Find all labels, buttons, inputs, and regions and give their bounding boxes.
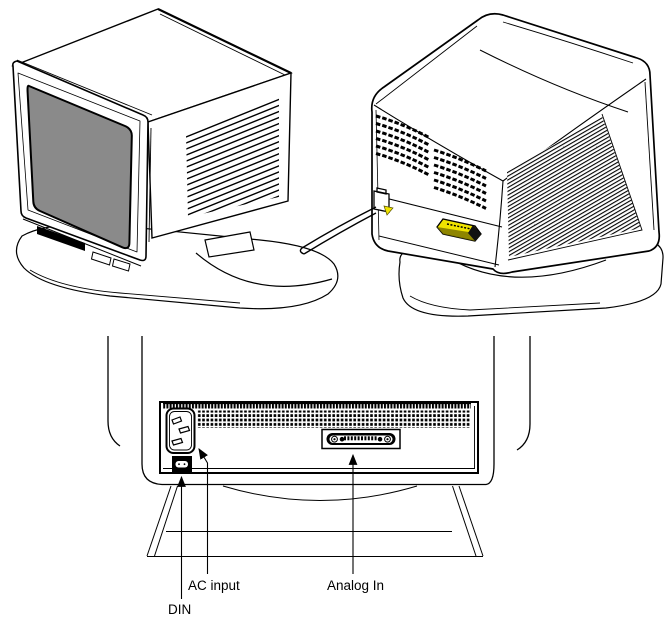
rear-face-vent-slats	[375, 114, 487, 210]
analog-in-connector	[321, 428, 401, 450]
front-monitor-button-2	[111, 258, 131, 272]
din-port	[172, 456, 192, 473]
rear-monitor-rear-top-edge	[373, 104, 504, 182]
plug-arrow-marker	[383, 205, 394, 216]
ac-inlet-slots	[171, 416, 191, 446]
front-monitor-button-1	[90, 251, 112, 266]
front-monitor-bezel-inner	[17, 72, 141, 253]
analog-in-label: Analog In	[327, 578, 384, 593]
closeup-left-contour	[107, 336, 121, 447]
front-monitor-neck	[204, 231, 255, 258]
rear-monitor-top-boundary	[479, 49, 629, 113]
rear-analog-connector-shade	[437, 227, 481, 241]
din-label: DIN	[168, 602, 191, 617]
front-monitor-side-front-edge	[148, 127, 152, 243]
rear-monitor-frame-front-inner	[644, 81, 655, 231]
rear-side-vent-frame	[507, 113, 643, 261]
rear-panel-closeup: AC input Analog In DIN	[107, 336, 531, 617]
front-monitor-underside-lip	[22, 218, 142, 267]
ac-inlet	[165, 407, 196, 454]
rear-analog-connector-pins	[446, 223, 472, 230]
rear-monitor-top-left-bevel	[375, 25, 478, 105]
closeup-underside-arc	[222, 485, 418, 501]
closeup-stand	[146, 485, 484, 557]
front-monitor-top-bevel	[16, 59, 153, 116]
analog-in-pins	[344, 436, 377, 441]
panel-serrated-edge	[163, 403, 471, 409]
side-vent-grille	[186, 96, 279, 217]
connector-panel-inner-lines	[163, 406, 475, 469]
ac-input-label: AC input	[188, 578, 240, 593]
closeup-body-outline	[141, 336, 495, 486]
panel-dot-grille	[197, 410, 470, 428]
leader-lines	[177, 448, 358, 599]
rear-panel-bottom-edge	[378, 235, 500, 266]
front-monitor-top-back-inner	[159, 13, 288, 77]
front-monitor-illustration	[11, 8, 339, 310]
front-monitor-top-back-edge	[157, 8, 292, 74]
rear-monitor-illustration	[299, 12, 664, 317]
ac-input-leader-arrow	[198, 448, 209, 574]
rear-monitor-corner-edge	[494, 180, 504, 268]
front-monitor-screen	[26, 84, 133, 250]
rear-analog-connector-cap	[468, 225, 481, 241]
front-monitor-swivel-arc	[195, 252, 333, 287]
closeup-right-contour	[516, 336, 531, 451]
rear-panel-top-edge	[376, 195, 503, 228]
rear-monitor-base-thickness	[409, 295, 601, 311]
rear-monitor-top-right-bevel	[502, 21, 634, 64]
rear-side-vent-grille	[507, 116, 641, 257]
rear-analog-connector	[436, 218, 482, 242]
power-cord	[299, 206, 377, 255]
front-monitor-control-strip	[37, 226, 85, 251]
front-monitor-base-thickness	[29, 269, 241, 304]
